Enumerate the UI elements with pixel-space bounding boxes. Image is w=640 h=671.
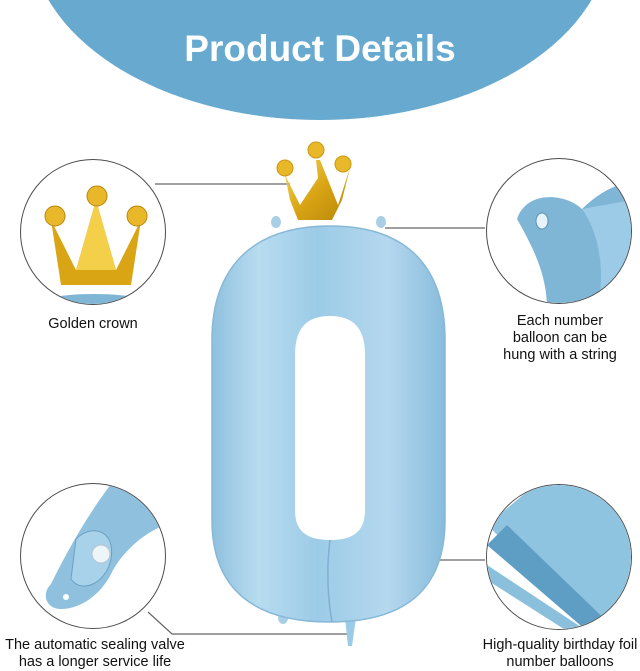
- crown-detail-circle: [20, 159, 166, 305]
- foil-caption: High-quality birthday foil number balloo…: [482, 637, 638, 670]
- page-title: Product Details: [184, 28, 456, 69]
- foil-detail-circle: [486, 484, 632, 630]
- valve-detail-circle: [20, 483, 166, 629]
- hanging-tab-caption: Each number balloon can be hung with a s…: [503, 313, 617, 363]
- crown-icon: [276, 141, 352, 220]
- hanging-tab-detail-circle: [486, 158, 632, 304]
- foil-icon: [487, 485, 631, 629]
- valve-caption: The automatic sealing valve has a longer…: [5, 637, 185, 670]
- valve-icon: [45, 484, 165, 609]
- crown-caption: Golden crown: [48, 316, 138, 332]
- crown-icon: [29, 185, 159, 304]
- hanging-tab-icon: [517, 182, 631, 303]
